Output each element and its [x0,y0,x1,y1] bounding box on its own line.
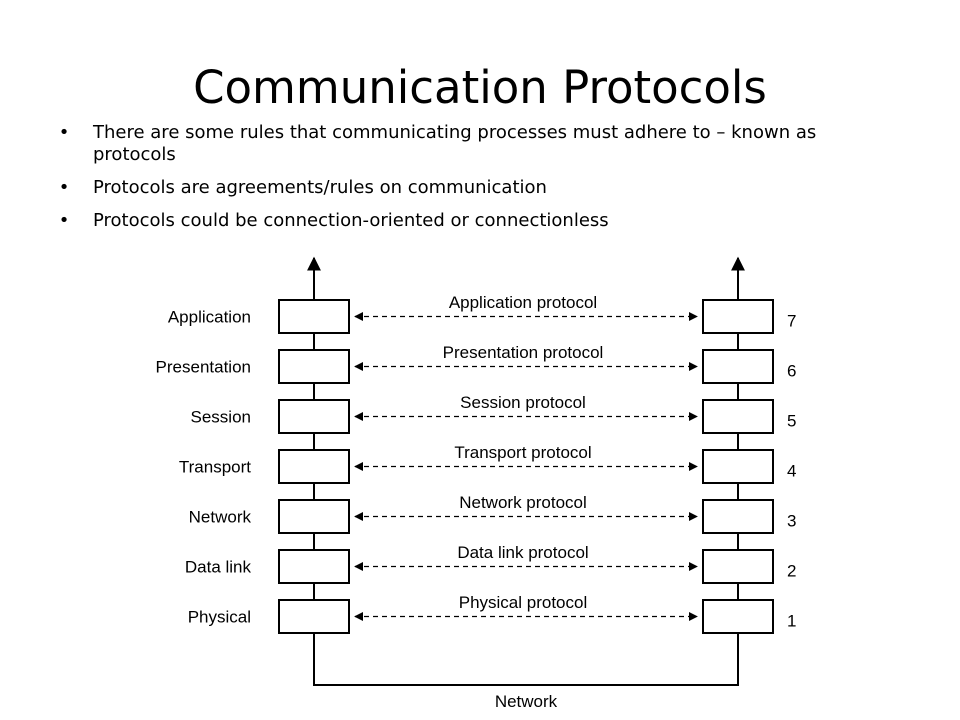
bullet-icon: • [58,177,70,198]
left-layer-box [278,499,350,534]
slide-title: Communication Protocols [193,61,767,114]
protocol-label: Session protocol [460,393,586,412]
left-layer-box [278,399,350,434]
bullet-icon: • [58,122,70,143]
protocol-label: Data link protocol [457,543,588,562]
layer-row: Data link Data link protocol 2 [185,543,796,584]
right-layer-box [702,599,774,634]
right-layer-box [702,349,774,384]
left-layer-box [278,349,350,384]
layer-name: Presentation [156,358,251,377]
protocol-label: Network protocol [459,493,587,512]
layer-row: Session Session protocol 5 [191,393,796,434]
layer-row: Transport Transport protocol 4 [179,443,796,484]
layer-name: Network [189,508,252,527]
protocol-label: Transport protocol [454,443,591,462]
left-layer-box [278,299,350,334]
layer-number: 7 [787,312,796,331]
layer-row: Presentation Presentation protocol 6 [156,343,796,384]
right-layer-box [702,549,774,584]
layer-name: Application [168,308,251,327]
layer-number: 5 [787,412,796,431]
layer-name: Physical [188,608,251,627]
bullet-item: • There are some rules that communicatin… [58,122,888,166]
right-layer-box [702,399,774,434]
right-layer-box [702,299,774,334]
bullet-text: Protocols are agreements/rules on commun… [93,177,547,198]
right-layer-box [702,499,774,534]
protocol-label: Application protocol [449,293,597,312]
right-layer-box [702,449,774,484]
layer-row: Physical Physical protocol 1 [188,593,796,634]
layer-number: 1 [787,612,796,631]
bullet-text: There are some rules that communicating … [93,122,817,165]
left-layer-box [278,549,350,584]
bullet-item: • Protocols are agreements/rules on comm… [58,177,888,199]
layer-name: Data link [185,558,252,577]
network-label: Network [495,692,558,711]
layer-number: 6 [787,362,796,381]
protocol-label: Presentation protocol [443,343,604,362]
bullet-item: • Protocols could be connection-oriented… [58,210,888,232]
left-layer-box [278,449,350,484]
layer-row: Application Application protocol 7 [168,293,796,334]
layer-rows: Application Application protocol 7Presenta… [156,293,796,634]
layer-number: 2 [787,562,796,581]
protocol-label: Physical protocol [459,593,588,612]
osi-model-diagram: Application Application protocol 7Presenta… [156,256,796,711]
layer-name: Transport [179,458,251,477]
bullet-text: Protocols could be connection-oriented o… [93,210,609,231]
layer-number: 3 [787,512,796,531]
bullet-list: • There are some rules that communicatin… [58,122,888,243]
layer-number: 4 [787,462,796,481]
bullet-icon: • [58,210,70,231]
layer-name: Session [191,408,251,427]
layer-row: Network Network protocol 3 [189,493,796,534]
left-layer-box [278,599,350,634]
